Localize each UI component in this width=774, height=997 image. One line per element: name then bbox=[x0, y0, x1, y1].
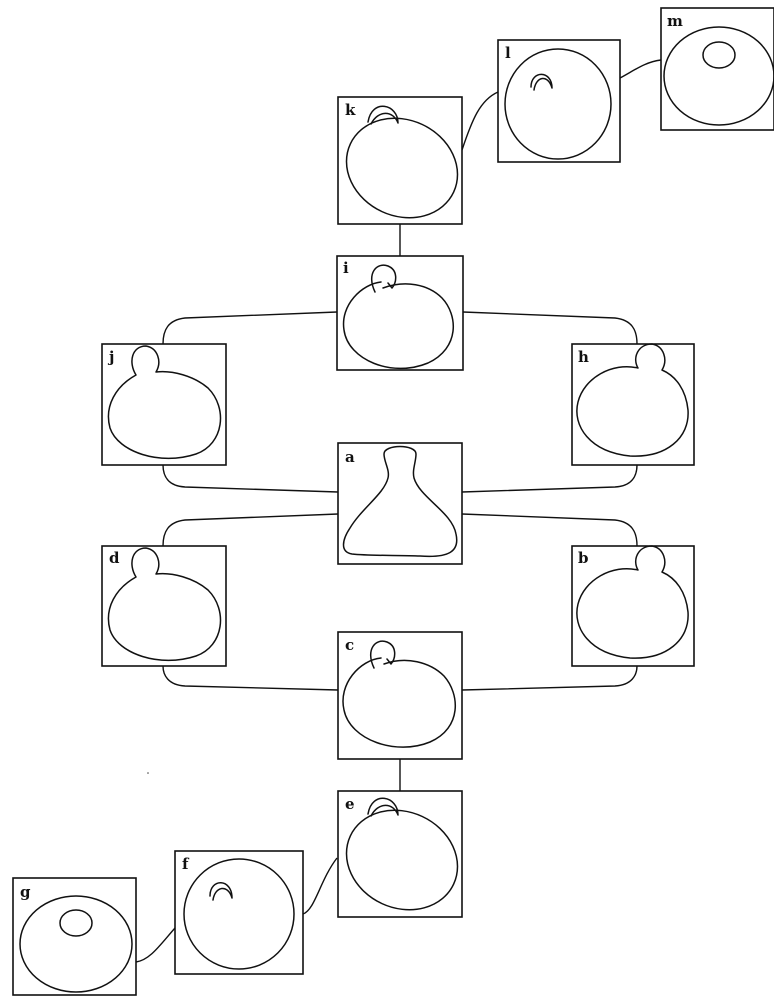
panel-i: i bbox=[336, 255, 464, 371]
panel-j: j bbox=[101, 343, 227, 466]
panel-a: a bbox=[337, 442, 463, 565]
panel-label-g: g bbox=[20, 883, 31, 901]
panel-e: e bbox=[337, 790, 463, 918]
edge-k-l bbox=[461, 91, 499, 151]
edge-c-b bbox=[461, 665, 638, 691]
panel-label-k: k bbox=[345, 101, 356, 119]
panel-label-c: c bbox=[345, 636, 354, 654]
panel-label-l: l bbox=[505, 44, 511, 62]
panel-f: f bbox=[174, 850, 304, 975]
panel-c: c bbox=[337, 631, 463, 760]
edge-i-h bbox=[462, 311, 638, 345]
panel-b: b bbox=[571, 545, 695, 667]
edge-f-g bbox=[135, 927, 176, 963]
panel-g: g bbox=[12, 877, 137, 996]
edge-i-j bbox=[162, 311, 338, 345]
edge-a-j bbox=[162, 464, 339, 493]
edge-e-f bbox=[302, 857, 338, 915]
stray-speck bbox=[147, 772, 149, 774]
panel-label-e: e bbox=[345, 795, 355, 813]
edge-a-d bbox=[162, 513, 339, 547]
panel-label-i: i bbox=[343, 259, 349, 277]
panel-label-h: h bbox=[578, 348, 589, 366]
edge-a-h bbox=[461, 464, 638, 493]
panel-label-f: f bbox=[182, 855, 190, 873]
panel-label-j: j bbox=[107, 348, 114, 366]
edge-c-d bbox=[162, 665, 339, 691]
panel-l: l bbox=[497, 39, 621, 163]
panel-d: d bbox=[101, 545, 227, 667]
panel-label-m: m bbox=[667, 12, 683, 30]
panel-m: m bbox=[660, 7, 774, 131]
panel-h: h bbox=[571, 343, 695, 466]
panel-label-d: d bbox=[109, 549, 120, 567]
panel-label-b: b bbox=[578, 549, 589, 567]
panel-k: k bbox=[337, 96, 463, 225]
panel-label-a: a bbox=[345, 448, 355, 466]
connections bbox=[135, 59, 662, 963]
edge-a-b bbox=[461, 513, 638, 547]
edge-l-m bbox=[619, 59, 662, 79]
